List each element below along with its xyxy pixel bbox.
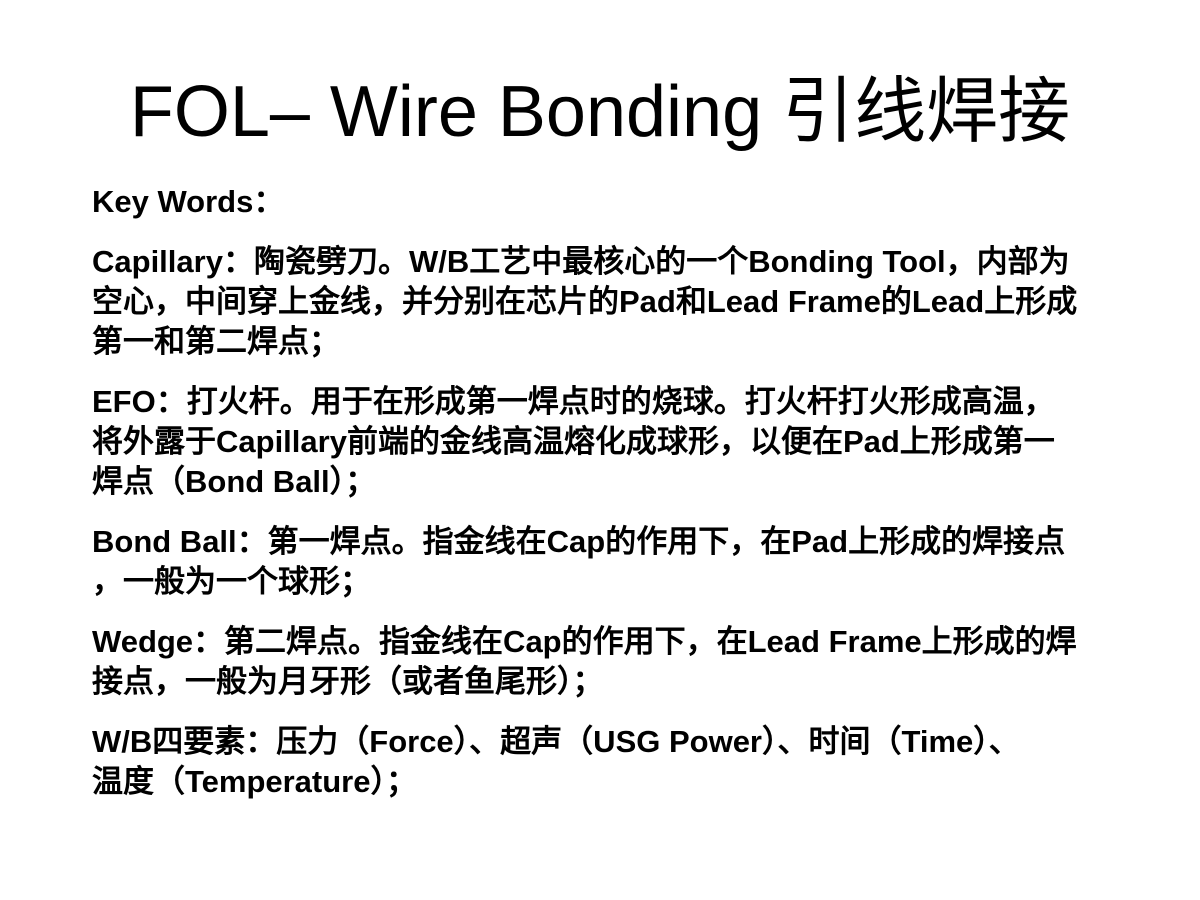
definition-line: 第一和第二焊点； — [92, 324, 340, 359]
definition-line: 接点，一般为月牙形（或者鱼尾形）； — [92, 664, 604, 699]
definition-efo: EFO：打火杆。用于在形成第一焊点时的烧球。打火杆打火形成高温， 将外露于Cap… — [92, 382, 1162, 502]
slide-content: Key Words： Capillary：陶瓷劈刀。W/B工艺中最核心的一个Bo… — [92, 182, 1162, 822]
definition-line: W/B四要素：压力（Force）、超声（USG Power）、时间（Time）、 — [92, 724, 1020, 759]
definition-line: Bond Ball：第一焊点。指金线在Cap的作用下，在Pad上形成的焊接点 — [92, 524, 1066, 559]
definition-line: Capillary：陶瓷劈刀。W/B工艺中最核心的一个Bonding Tool，… — [92, 244, 1070, 279]
definition-line: Wedge：第二焊点。指金线在Cap的作用下，在Lead Frame上形成的焊 — [92, 624, 1077, 659]
definition-line: 温度（Temperature）； — [92, 764, 417, 799]
slide-title: FOL– Wire Bonding 引线焊接 — [129, 72, 1071, 152]
definition-bond-ball: Bond Ball：第一焊点。指金线在Cap的作用下，在Pad上形成的焊接点 ，… — [92, 522, 1162, 602]
definition-line: EFO：打火杆。用于在形成第一焊点时的烧球。打火杆打火形成高温， — [92, 384, 1055, 419]
definition-line: 空心，中间穿上金线，并分别在芯片的Pad和Lead Frame的Lead上形成 — [92, 284, 1078, 319]
definition-line: ，一般为一个球形； — [92, 564, 371, 599]
key-words-label: Key Words： — [92, 184, 285, 219]
definition-capillary: Capillary：陶瓷劈刀。W/B工艺中最核心的一个Bonding Tool，… — [92, 242, 1162, 362]
definition-line: 焊点（Bond Ball）； — [92, 464, 377, 499]
definition-wb-four-elements: W/B四要素：压力（Force）、超声（USG Power）、时间（Time）、… — [92, 722, 1162, 802]
definition-wedge: Wedge：第二焊点。指金线在Cap的作用下，在Lead Frame上形成的焊 … — [92, 622, 1162, 702]
definition-line: 将外露于Capillary前端的金线高温熔化成球形，以便在Pad上形成第一 — [92, 424, 1055, 459]
